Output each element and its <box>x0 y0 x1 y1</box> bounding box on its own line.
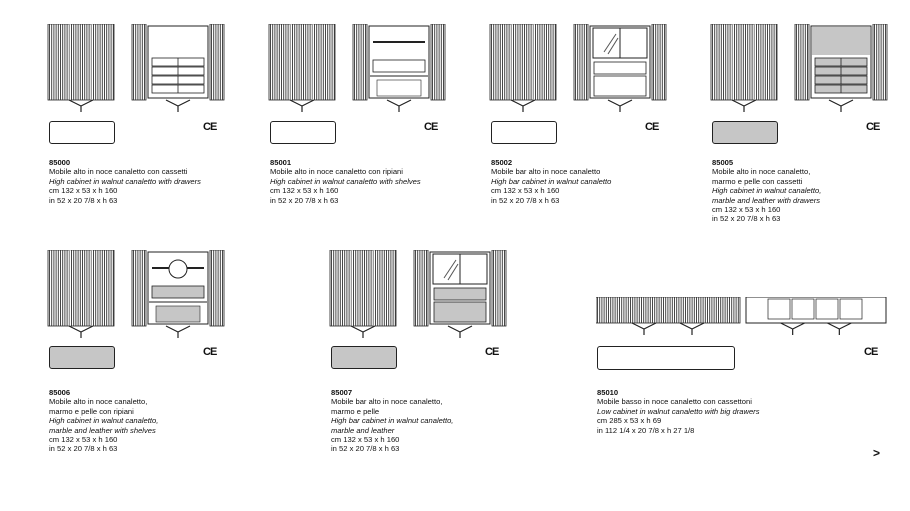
product-code: 85006 <box>49 388 71 397</box>
open-view <box>413 250 507 338</box>
dimensions-cm: cm 132 x 53 x h 160 <box>270 186 339 196</box>
cabinet-drawing <box>596 297 887 335</box>
ce-mark: CE <box>485 346 499 358</box>
dimensions-in: in 52 x 20 7/8 x h 63 <box>712 214 781 224</box>
product-code: 85002 <box>491 158 513 167</box>
ce-mark: CE <box>864 346 878 358</box>
english-description: High cabinet in walnut canaletto, <box>49 416 159 426</box>
product-code: 85005 <box>712 158 734 167</box>
cabinet-drawing <box>329 250 507 338</box>
product-code: 85000 <box>49 158 71 167</box>
english-description: High bar cabinet in walnut canaletto <box>491 176 612 186</box>
italian-description: marmo e pelle con cassetti <box>712 176 803 186</box>
english-description: High bar cabinet in walnut canaletto, <box>331 416 454 426</box>
english-description: marble and leather <box>331 425 395 435</box>
dimensions-in: in 52 x 20 7/8 x h 63 <box>491 195 560 205</box>
open-view <box>352 24 446 112</box>
italian-description: marmo e pelle con ripiani <box>49 406 134 416</box>
closed-view <box>596 297 741 335</box>
ce-mark: CE <box>866 121 880 133</box>
dimensions-in: in 52 x 20 7/8 x h 63 <box>49 444 118 454</box>
material-swatch <box>270 121 336 144</box>
next-page-arrow[interactable]: > <box>873 446 881 460</box>
closed-view <box>47 250 115 338</box>
ce-mark: CE <box>645 121 659 133</box>
open-view <box>794 24 888 112</box>
dimensions-in: in 112 1/4 x 20 7/8 x h 27 1/8 <box>597 425 695 435</box>
italian-description: Mobile alto in noce canaletto, <box>712 167 811 177</box>
ce-mark: CE <box>203 121 217 133</box>
english-description: marble and leather with shelves <box>49 425 156 435</box>
dimensions-in: in 52 x 20 7/8 x h 63 <box>270 195 339 205</box>
italian-description: Mobile bar alto in noce canaletto <box>491 167 601 177</box>
english-description: High cabinet in walnut canaletto with dr… <box>49 176 201 186</box>
dimensions-cm: cm 285 x 53 x h 69 <box>597 416 662 426</box>
open-view <box>131 24 225 112</box>
open-view <box>745 297 887 335</box>
english-description: marble and leather with drawers <box>712 195 821 205</box>
cabinet-drawing <box>489 24 667 112</box>
material-swatch <box>597 346 735 370</box>
dimensions-cm: cm 132 x 53 x h 160 <box>49 435 118 445</box>
material-swatch <box>331 346 397 369</box>
dimensions-cm: cm 132 x 53 x h 160 <box>712 205 781 215</box>
material-swatch <box>49 121 115 144</box>
dimensions-in: in 52 x 20 7/8 x h 63 <box>49 195 118 205</box>
material-swatch <box>712 121 778 144</box>
dimensions-cm: cm 132 x 53 x h 160 <box>491 186 560 196</box>
dimensions-cm: cm 132 x 53 x h 160 <box>49 186 118 196</box>
closed-view <box>268 24 336 112</box>
italian-description: Mobile alto in noce canaletto con ripian… <box>270 167 403 177</box>
italian-description: Mobile alto in noce canaletto, <box>49 397 148 407</box>
italian-description: Mobile basso in noce canaletto con casse… <box>597 397 752 407</box>
product-code: 85007 <box>331 388 353 397</box>
closed-view <box>329 250 397 338</box>
english-description: High cabinet in walnut canaletto, <box>712 186 822 196</box>
closed-view <box>489 24 557 112</box>
italian-description: Mobile bar alto in noce canaletto, <box>331 397 443 407</box>
dimensions-in: in 52 x 20 7/8 x h 63 <box>331 444 400 454</box>
closed-view <box>47 24 115 112</box>
italian-description: Mobile alto in noce canaletto con casset… <box>49 167 188 177</box>
dimensions-cm: cm 132 x 53 x h 160 <box>331 435 400 445</box>
product-code: 85001 <box>270 158 292 167</box>
open-view <box>573 24 667 112</box>
cabinet-drawing <box>710 24 888 112</box>
english-description: High cabinet in walnut canaletto with sh… <box>270 176 421 186</box>
cabinet-drawing <box>47 250 225 338</box>
product-code: 85010 <box>597 388 619 397</box>
cabinet-drawing <box>268 24 446 112</box>
cabinet-drawing <box>47 24 225 112</box>
closed-view <box>710 24 778 112</box>
material-swatch <box>491 121 557 144</box>
material-swatch <box>49 346 115 369</box>
ce-mark: CE <box>203 346 217 358</box>
italian-description: marmo e pelle <box>331 406 380 416</box>
ce-mark: CE <box>424 121 438 133</box>
open-view <box>131 250 225 338</box>
english-description: Low cabinet in walnut canaletto with big… <box>597 406 760 416</box>
